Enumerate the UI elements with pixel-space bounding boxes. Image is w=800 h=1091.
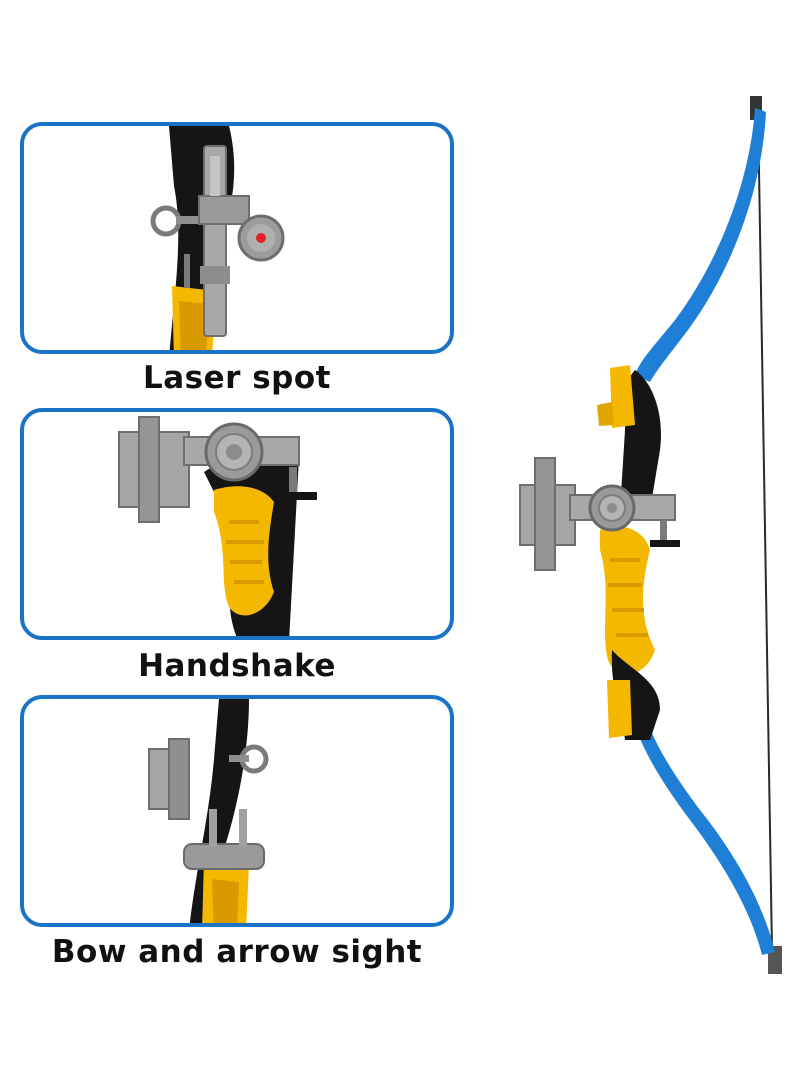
caption-laser-spot: Laser spot [143,360,331,396]
lower-limb-tip [768,946,782,974]
callout-panel-laser-spot [20,122,454,354]
callout-panel-bow-sight [20,695,454,927]
caption-handshake: Handshake [138,648,336,684]
laser-spot-closeup [150,126,285,350]
recurve-bow-illustration [519,96,782,974]
bow-string [757,109,773,951]
upper-limb [635,108,766,382]
bow-sight-closeup [148,699,269,923]
grip [600,526,655,674]
lower-limb-bracket [607,680,632,738]
caption-bow-sight: Bow and arrow sight [51,934,423,970]
callout-panel-handshake [20,408,454,640]
upper-limb-bracket [610,365,635,428]
handshake-grip-closeup [118,416,317,636]
lower-limb [628,690,775,955]
